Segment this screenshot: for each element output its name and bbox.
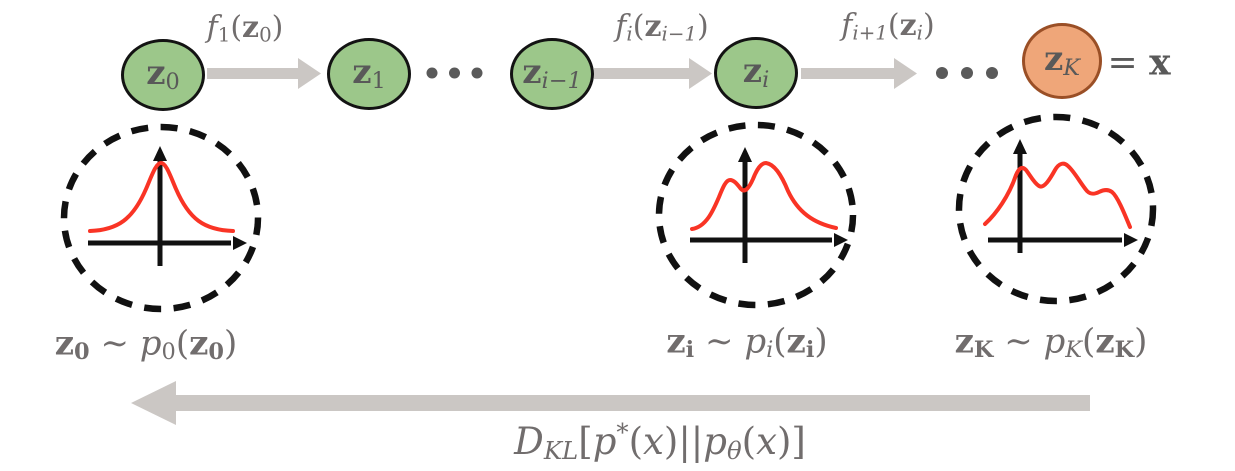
- distribution-circle-zK: [955, 113, 1157, 305]
- node-zi-minus-1-label: zi−1: [522, 52, 582, 95]
- ellipsis-dots-right: [936, 67, 998, 79]
- arrow-shaft: [176, 395, 1090, 411]
- x-axis-arrowhead: [1124, 233, 1138, 247]
- transform-label-f1: f1(z0): [206, 9, 284, 47]
- node-zi-minus-1: zi−1: [510, 38, 594, 110]
- node-z0-label: z0: [146, 53, 180, 96]
- node-z1-label: z1: [352, 52, 386, 95]
- transform-arrow-2: [594, 58, 712, 89]
- transform-label-fi: fi(zi−1): [615, 8, 709, 46]
- y-axis-arrowhead: [738, 147, 752, 162]
- kl-divergence-label: DKL[p*(x)||pθ(x)]: [514, 417, 806, 466]
- node-zK-label: zK: [1043, 39, 1081, 82]
- sample-label-zi: zi ∼ pi(zi): [666, 321, 828, 364]
- density-curve-gaussian: [88, 160, 235, 233]
- equals-x-label: = x: [1107, 41, 1171, 84]
- ellipsis-dots-left: [426, 67, 483, 79]
- arrow-shaft: [801, 68, 895, 79]
- kl-arrow: [131, 381, 1090, 425]
- density-curve-multimodal: [983, 161, 1132, 229]
- node-z0: z0: [121, 39, 205, 111]
- arrow-head: [689, 58, 712, 89]
- node-z1: z1: [327, 38, 411, 110]
- distribution-circle-z0: [60, 123, 262, 313]
- node-zi-label: zi: [742, 51, 770, 94]
- sample-label-zK: zK ∼ pK(zK): [954, 321, 1148, 364]
- density-curve-bimodal: [690, 160, 838, 231]
- arrow-head: [894, 58, 917, 89]
- transform-arrow-3: [801, 58, 917, 89]
- axes-zi: [690, 147, 848, 263]
- axes-z0: [88, 146, 247, 266]
- distribution-circle-zi: [655, 121, 857, 309]
- arrow-head: [131, 381, 176, 425]
- arrow-head: [298, 58, 321, 89]
- node-zK: zK: [1022, 23, 1102, 99]
- x-axis-arrowhead: [233, 236, 247, 250]
- y-axis-arrowhead: [1013, 139, 1027, 154]
- transform-label-fi-plus-1: fi+1(zi): [841, 7, 935, 45]
- transform-arrow-1: [207, 58, 321, 89]
- node-zi: zi: [714, 37, 798, 109]
- arrow-shaft: [594, 68, 690, 79]
- x-axis-arrowhead: [834, 233, 848, 247]
- sample-label-z0: z0 ∼ p0(z0): [54, 323, 238, 366]
- arrow-shaft: [207, 68, 299, 79]
- y-axis-arrowhead: [153, 146, 167, 161]
